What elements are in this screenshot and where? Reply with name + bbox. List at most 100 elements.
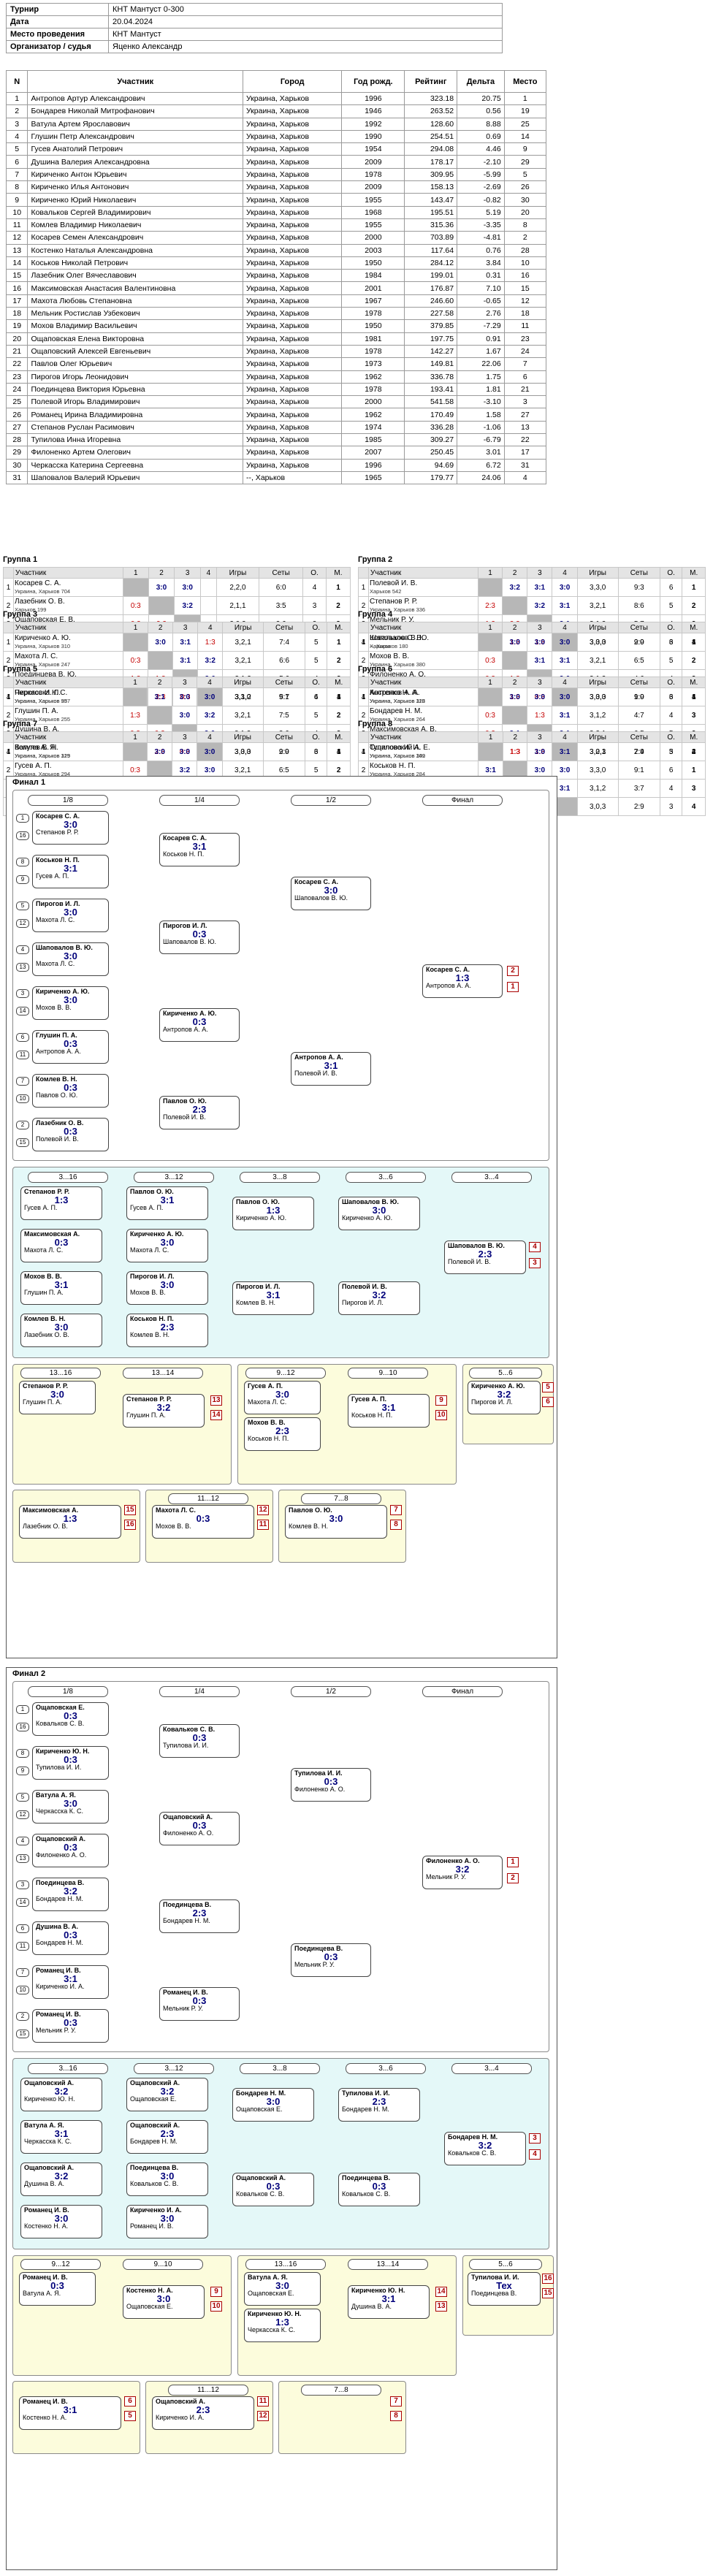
player-cell: 254.51 xyxy=(404,129,458,144)
match-player-b: Ковальков С. В. xyxy=(448,2149,497,2157)
players-column-header: Место xyxy=(503,70,547,93)
player-cell: 199.01 xyxy=(404,269,458,283)
player-cell: 1962 xyxy=(341,408,405,422)
group-cell: 3,3,0 xyxy=(576,761,619,780)
group-cell: 7:4 xyxy=(263,633,306,652)
player-cell: -7.29 xyxy=(457,319,505,333)
match-player-b: Махота Л. С. xyxy=(248,1398,287,1406)
participant-name: Махота Л. С. xyxy=(15,652,58,660)
match-player-a: Кириченко А. Ю. xyxy=(163,1010,217,1017)
match-score: 3:0 xyxy=(64,819,77,830)
group-column-header: 3 xyxy=(527,567,553,579)
group-cell: 1 xyxy=(358,633,369,652)
match-player-a: Комлев В. Н. xyxy=(36,1075,77,1083)
group-place: 3 xyxy=(682,779,706,798)
player-cell: 3 xyxy=(503,395,547,409)
match-score: 2:3 xyxy=(160,2128,175,2139)
group-column-header: О. xyxy=(659,622,683,633)
match-player-b: Кириченко И. А. xyxy=(156,2414,205,2421)
group-cell: 9:0 xyxy=(617,687,660,706)
info-value: 20.04.2024 xyxy=(108,15,503,28)
participant-name: Ощаповская Е. В. xyxy=(15,616,75,624)
group-column-header: 2 xyxy=(502,622,528,633)
seed-number: 15 xyxy=(16,2030,29,2038)
group-score-cell: 3:0 xyxy=(148,633,174,652)
group-column-header: М. xyxy=(682,622,706,633)
player-cell: 9 xyxy=(503,142,547,156)
group-column-header: 2 xyxy=(502,677,528,688)
match-player-a: Глушин П. А. xyxy=(36,1032,77,1039)
match-player-b: Мельник Р. У. xyxy=(426,1873,467,1880)
player-cell: 7 xyxy=(503,357,547,371)
match-player-a: Кириченко Ю. Н. xyxy=(248,2310,302,2317)
match-player-b: Антропов А. А. xyxy=(36,1048,81,1055)
match-player-b: Шаповалов В. Ю. xyxy=(294,894,348,902)
player-cell: 197.75 xyxy=(404,332,458,346)
player-cell: 2000 xyxy=(341,395,405,409)
player-cell: Глушин Петр Александрович xyxy=(27,129,243,144)
match-score: 3:0 xyxy=(64,994,77,1005)
round-header: 1/4 xyxy=(159,1686,240,1697)
seed-number: 7 xyxy=(16,1968,29,1977)
group-column-header: О. xyxy=(659,567,683,579)
match-player-b: Глушин П. А. xyxy=(23,1398,62,1406)
group-participant: Лазебник О. В.Харьков 199 xyxy=(13,596,123,615)
player-cell: 1990 xyxy=(341,129,405,144)
player-cell: 1.75 xyxy=(457,370,505,384)
player-cell: 1992 xyxy=(341,117,405,131)
player-cell: 128.60 xyxy=(404,117,458,131)
player-cell: Кириченко Юрий Николаевич xyxy=(27,193,243,207)
match-player-a: Косарев С. А. xyxy=(163,834,207,842)
seed-number: 16 xyxy=(16,831,29,840)
match-player-a: Бондарев Н. М. xyxy=(236,2089,286,2097)
player-cell: 1.67 xyxy=(457,344,505,359)
match-player-b: Филоненко А. О. xyxy=(36,1851,87,1859)
player-cell: 0.56 xyxy=(457,104,505,118)
player-cell: -5.99 xyxy=(457,167,505,182)
round-header: 1/8 xyxy=(28,795,108,806)
group-cell: 3 xyxy=(659,797,683,816)
participant-city: Украина, Харьков 264 xyxy=(370,716,426,723)
match-score: 3:2 xyxy=(455,1864,470,1875)
player-cell: 4 xyxy=(5,129,28,144)
group-place: 1 xyxy=(327,687,351,706)
seed-number: 12 xyxy=(16,919,29,928)
group-place: 1 xyxy=(682,578,706,597)
player-cell: Ковальков Сергей Владимирович xyxy=(27,205,243,219)
group-cell: 1 xyxy=(358,578,369,597)
player-cell: Шаповалов Валерий Юрьевич xyxy=(27,470,243,485)
group-cell: 4 xyxy=(659,779,683,798)
player-cell: 179.77 xyxy=(404,470,458,485)
group-score-cell xyxy=(477,578,503,597)
player-cell: 1954 xyxy=(341,142,405,156)
group-column-header: 4 xyxy=(197,677,223,688)
round-header: 13...14 xyxy=(348,2259,428,2270)
match-player-b: Махота Л. С. xyxy=(36,960,75,967)
match-player-a: Тупилова И. И. xyxy=(294,1769,343,1777)
group-score-cell: 3:0 xyxy=(502,633,528,652)
match-score: 3:2 xyxy=(156,1402,171,1413)
group-column-header xyxy=(3,677,14,688)
player-cell: Антропов Артур Александрович xyxy=(27,91,243,106)
player-cell: 1978 xyxy=(341,167,405,182)
seed-number: 2 xyxy=(16,1121,29,1129)
group-score-cell xyxy=(502,596,528,615)
player-cell: 0.69 xyxy=(457,129,505,144)
player-cell: -0.82 xyxy=(457,193,505,207)
group-column-header xyxy=(358,567,369,579)
place-marker: 14 xyxy=(210,1410,222,1420)
